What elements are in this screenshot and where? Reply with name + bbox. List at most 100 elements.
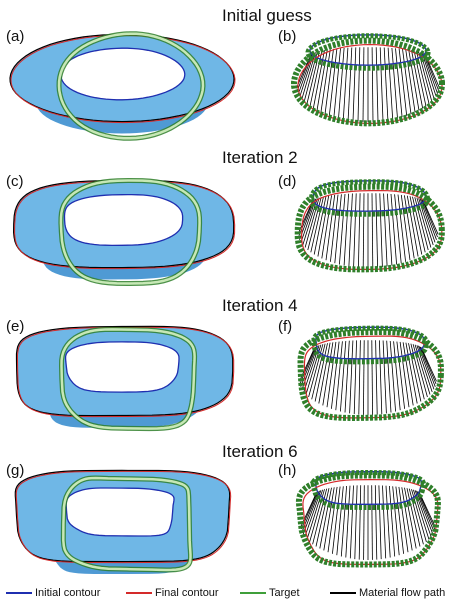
flow-path-2-39 [299,346,316,385]
flow-path-1-9 [406,195,419,257]
flow-path-3-26 [340,485,347,557]
flow-path-2-18 [375,340,378,415]
flow-path-1-18 [375,193,378,268]
legend-item-target: Target [240,583,300,603]
flow-path-1-31 [317,195,330,257]
target-right-3 [295,472,441,568]
flow-path-1-8 [409,196,423,255]
flow-path-3-16 [382,485,387,559]
legend-label-flow: Material flow path [359,587,446,599]
target-ring-left-inner-0 [57,32,205,140]
flow-path-2-22 [358,340,361,415]
legend-item-initial-contour: Initial contour [6,583,100,603]
legend-swatch-target [240,592,266,594]
flow-path-1-17 [379,193,383,268]
flow-path-2-1 [420,346,437,385]
flow-path-2-29 [326,341,337,408]
flow-path-0-12 [398,48,408,116]
final-contour-right-1 [300,190,443,270]
initial-contour-left-2 [64,341,180,393]
flow-path-2-16 [382,340,387,414]
target-right-1 [294,183,445,273]
flow-path-3-28 [332,486,341,554]
flow-path-1-22 [358,193,361,268]
flow-path-3-13 [392,486,400,556]
flow-path-0-21 [362,47,365,122]
legend-item-material-flow-path: Material flow path [330,583,445,603]
flow-path-1-12 [397,194,406,262]
flow-path-3-15 [385,485,391,558]
final-contour-left-0 [10,34,236,124]
legend-label-initial: Initial contour [35,587,101,599]
flow-path-1-25 [343,193,349,266]
flow-path-2-9 [405,342,418,404]
flow-path-3-35 [306,489,323,540]
flow-path-3-0 [419,492,436,527]
flow-path-3-19 [371,485,373,560]
flow-path-2-28 [331,341,340,409]
flow-path-3-2 [417,491,435,532]
target-right-top-2 [311,325,429,365]
flow-path-3-27 [336,486,344,556]
panel-label-b: (b) [278,28,297,45]
flow-path-3-40 [300,492,317,527]
flow-path-1-10 [404,195,415,259]
target-right-2 [297,328,444,422]
flow-path-0-13 [395,48,403,118]
flow-path-3-9 [404,487,417,549]
flow-path-2-21 [363,340,365,415]
flow-path-0-10 [405,49,416,113]
flow-path-1-26 [339,193,346,265]
flow-path-2-13 [393,341,401,411]
flow-path-2-30 [322,342,334,406]
flow-path-2-33 [311,343,326,400]
flow-path-2-32 [314,343,328,402]
legend-item-final-contour: Final contour [126,583,219,603]
row-title-iteration-2: Iteration 2 [222,148,298,167]
flow-path-1-33 [310,196,324,253]
legend-swatch-final [126,592,152,594]
flow-path-0-22 [357,47,361,122]
flow-path-0-24 [347,47,353,121]
flow-path-1-32 [313,196,327,255]
legend: Initial contour Final contour Target Mat… [0,583,474,603]
flow-path-3-25 [345,485,351,558]
target-right-top-3 [310,469,427,511]
flow-path-1-16 [383,193,388,267]
flow-path-1-5 [416,197,432,248]
flow-path-3-1 [418,491,436,530]
flow-path-3-17 [378,485,382,560]
flow-path-2-14 [389,340,396,412]
legend-swatch-initial [6,592,32,594]
flow-path-1-21 [362,193,365,268]
flow-path-3-18 [374,485,378,560]
flow-path-1-23 [353,193,357,268]
flow-path-1-1 [422,199,438,238]
flow-path-3-11 [398,486,409,553]
target-ring-left-inner-2 [60,328,196,430]
flow-path-3-12 [395,486,404,554]
flow-path-2-24 [349,340,354,414]
panel-label-d: (d) [278,173,297,190]
flow-path-3-23 [354,485,358,560]
flow-path-2-12 [396,341,405,409]
flow-path-2-17 [379,340,383,415]
target-right-0 [291,37,445,127]
flow-path-3-8 [406,488,421,547]
flow-path-3-30 [323,487,335,551]
flow-path-3-10 [401,487,413,551]
flow-path-0-11 [402,48,412,115]
flow-path-0-9 [408,49,420,111]
flow-path-1-24 [348,193,353,267]
flow-path-1-28 [330,194,339,262]
flow-path-1-30 [321,195,332,259]
flow-path-0-31 [316,49,328,111]
flow-path-0-18 [375,47,379,122]
flow-path-3-33 [312,488,328,545]
flow-path-0-23 [352,47,357,122]
flow-path-2-25 [344,340,350,413]
row-title-iteration-6: Iteration 6 [222,442,298,461]
target-right-top-1 [308,179,430,217]
flow-path-0-25 [342,47,349,120]
